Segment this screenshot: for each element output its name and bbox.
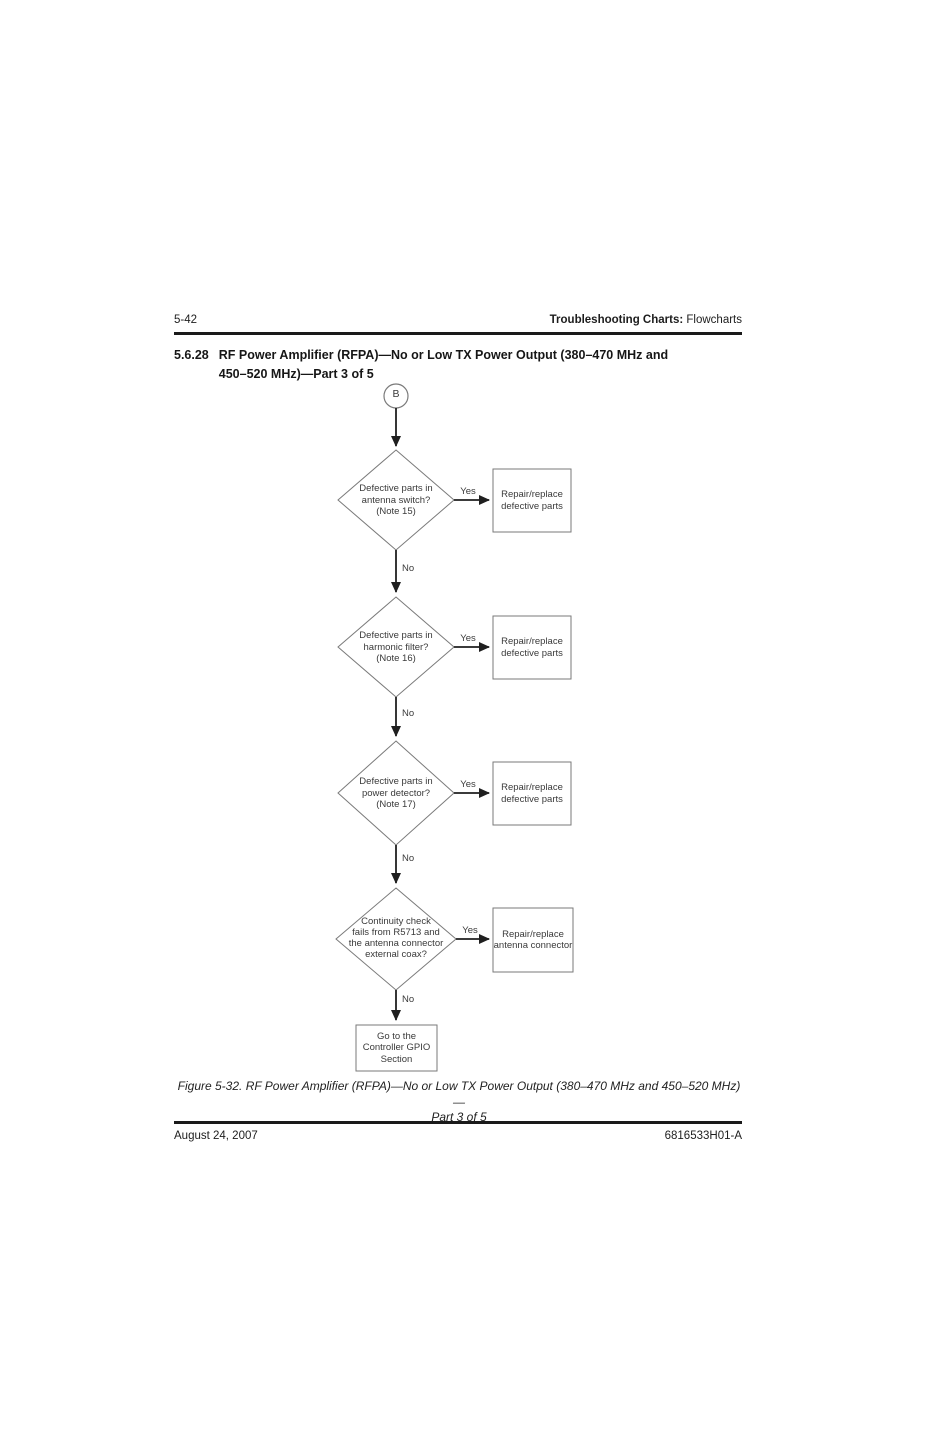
action-box-1: [492, 468, 572, 533]
decision-4-label: Continuity check fails from R5713 and th…: [348, 916, 444, 960]
connector-label: B: [392, 388, 400, 400]
action-4-label: Repair/replace antenna connector: [493, 928, 573, 952]
no-3-label: No: [402, 853, 415, 864]
action-3-label: Repair/replace defective parts: [501, 782, 563, 805]
action-box-3: [492, 761, 572, 826]
decision-2-label: Defective parts in harmonic filter? (Not…: [359, 630, 433, 664]
section-heading: 5.6.28 RF Power Amplifier (RFPA)—No or L…: [174, 346, 779, 383]
header-section-title-bold: Troubleshooting Charts:: [549, 314, 684, 326]
header-section-title: Troubleshooting Charts: Flowcharts: [550, 314, 742, 326]
action-1-label: Repair/replace defective parts: [501, 489, 563, 512]
decision-3-label: Defective parts in power detector? (Note…: [359, 776, 433, 810]
action-2-label: Repair/replace defective parts: [501, 636, 563, 659]
yes-3-label: Yes: [460, 779, 476, 790]
footer-date: August 24, 2007: [174, 1130, 258, 1142]
page-number: 5-42: [174, 314, 198, 326]
terminal-box: [355, 1024, 438, 1072]
terminal-label: Go to the Controller GPIO Section: [362, 1030, 431, 1065]
footer-rule: [174, 1121, 742, 1124]
figure-caption: Figure 5-32. RF Power Amplifier (RFPA)—N…: [177, 1079, 741, 1124]
no-2-label: No: [402, 708, 415, 719]
yes-2-label: Yes: [460, 633, 476, 644]
section-title-text: RF Power Amplifier (RFPA)—No or Low TX P…: [218, 348, 669, 381]
no-4-label: No: [402, 994, 415, 1005]
action-box-2: [492, 615, 572, 680]
yes-4-label: Yes: [462, 925, 478, 936]
footer-doc-number: 6816533H01-A: [664, 1130, 742, 1142]
header-rule: [174, 332, 742, 335]
header-section-title-regular: Flowcharts: [686, 314, 742, 326]
section-number: 5.6.28: [174, 348, 209, 362]
action-box-4: [492, 907, 574, 973]
yes-1-label: Yes: [460, 486, 476, 497]
no-1-label: No: [402, 563, 415, 574]
decision-1-label: Defective parts in antenna switch? (Note…: [359, 483, 433, 517]
